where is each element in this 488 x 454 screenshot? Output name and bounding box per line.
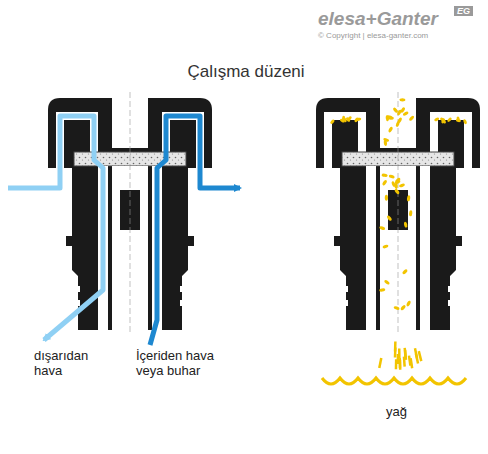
outside-air-flow bbox=[8, 116, 103, 340]
brand-logo: elesa+Ganter bbox=[318, 8, 438, 30]
copyright-note: © Copyright | elesa-ganter.com bbox=[318, 31, 428, 40]
inside-air-flow bbox=[150, 116, 240, 345]
flow-label: dışarıdan hava bbox=[34, 348, 104, 378]
oil-label: yağ bbox=[386, 404, 407, 419]
oil-surface bbox=[322, 378, 466, 384]
diagram-title: Çalışma düzeni bbox=[2, 62, 488, 82]
flow-label: İçeriden hava veya buhar bbox=[136, 348, 232, 378]
oil-droplets bbox=[330, 98, 468, 370]
brand-badge: EG bbox=[454, 6, 473, 16]
